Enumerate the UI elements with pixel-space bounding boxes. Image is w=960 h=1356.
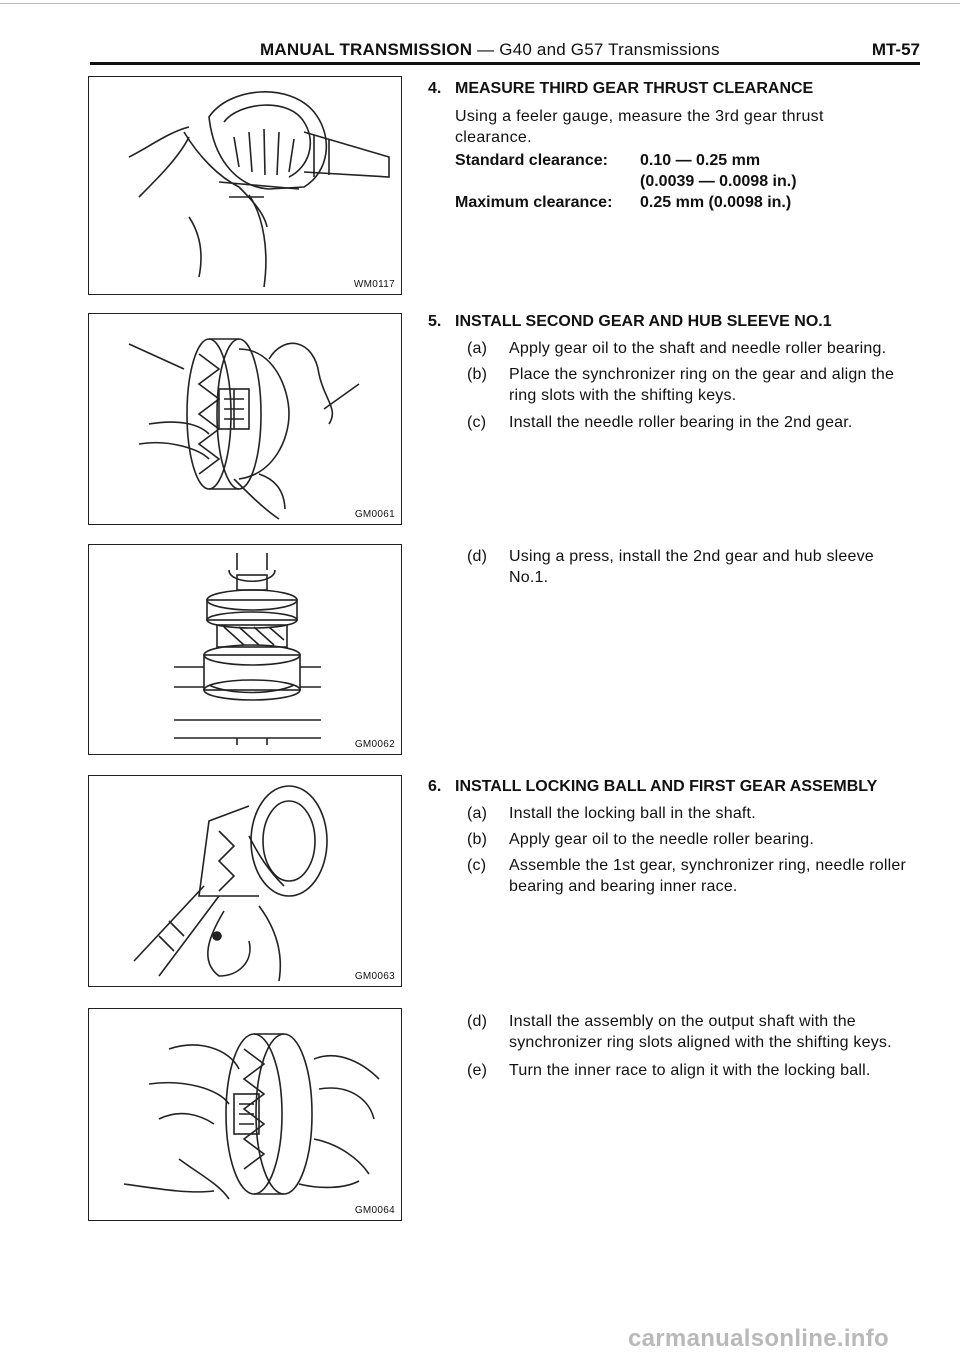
figure-code: GM0064 [354,1205,395,1216]
figure-code: GM0063 [354,971,395,982]
figure-code: GM0062 [354,739,395,750]
figure-feeler-gauge: WM0117 [88,76,402,295]
step-number: 5. [428,313,442,330]
sub-text: Apply gear oil to the shaft and needle r… [509,340,887,357]
figure-press: GM0062 [88,544,402,755]
header-rule [90,62,920,65]
sub-text: Install the assembly on the output shaft… [509,1013,892,1051]
sub-text: Turn the inner race to align it with the… [509,1062,871,1079]
sub-text: Place the synchronizer ring on the gear … [509,366,895,404]
sub-letter: (a) [467,805,488,822]
step-title: MEASURE THIRD GEAR THRUST CLEARANCE [455,80,814,97]
step-4-body: Using a feeler gauge, measure the 3rd ge… [455,106,910,148]
synchronizer-ring-illustration [128,338,360,520]
sub-letter: (b) [467,831,488,848]
step-title: INSTALL SECOND GEAR AND HUB SLEEVE NO.1 [455,313,832,330]
figure-locking-ball: GM0063 [88,775,402,987]
sub-text: Assemble the 1st gear, synchronizer ring… [509,857,906,895]
sub-letter: (d) [467,1013,488,1030]
sub-letter: (a) [467,340,488,357]
title-rest: — G40 and G57 Transmissions [472,40,720,59]
title-bold: MANUAL TRANSMISSION [260,40,473,59]
sub-text: Apply gear oil to the needle roller bear… [509,831,814,848]
spec-value: 0.25 mm (0.0098 in.) [640,194,792,211]
figure-code: WM0117 [353,279,395,290]
first-gear-assembly-illustration [123,1033,380,1200]
top-rule [0,3,960,4]
step-number: 4. [428,80,442,97]
step-number: 6. [428,778,442,795]
sub-text: Install the locking ball in the shaft. [509,805,756,822]
sub-letter: (d) [467,548,488,565]
sub-text: Install the needle roller bearing in the… [509,414,853,431]
sub-letter: (b) [467,366,488,383]
page-title: MANUAL TRANSMISSION — G40 and G57 Transm… [260,40,720,60]
sub-text: Using a press, install the 2nd gear and … [509,548,874,586]
spec-label: Standard clearance: [455,152,608,169]
feeler-gauge-illustration [128,91,390,288]
figure-synchronizer-ring: GM0061 [88,313,402,525]
watermark: carmanualsonline.info [628,1325,890,1352]
sub-letter: (c) [467,414,487,431]
press-illustration [174,553,321,745]
page-header: MANUAL TRANSMISSION — G40 and G57 Transm… [90,40,920,62]
figure-first-gear-assembly: GM0064 [88,1008,402,1221]
locking-ball-illustration [133,785,328,982]
spec-label: Maximum clearance: [455,194,613,211]
sub-letter: (e) [467,1062,488,1079]
page-number: MT-57 [871,40,920,59]
step-title: INSTALL LOCKING BALL AND FIRST GEAR ASSE… [455,778,878,795]
figure-code: GM0061 [354,509,395,520]
body-line: clearance. [455,129,532,146]
sub-letter: (c) [467,857,487,874]
spec-value: (0.0039 — 0.0098 in.) [640,173,797,190]
spec-value: 0.10 — 0.25 mm [640,152,761,169]
body-line: Using a feeler gauge, measure the 3rd ge… [455,108,824,125]
